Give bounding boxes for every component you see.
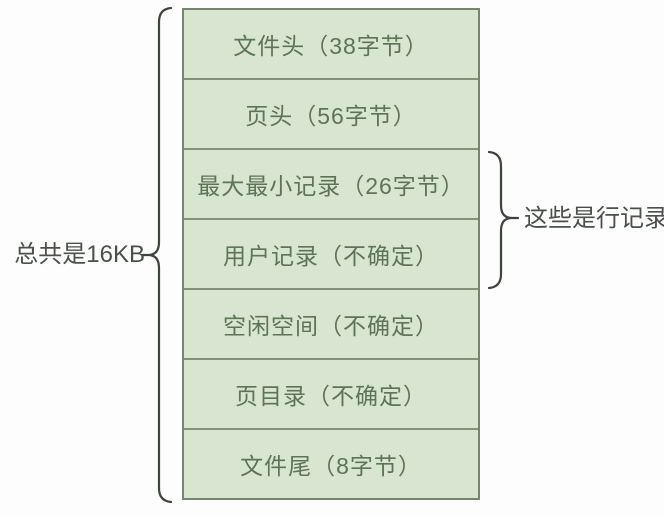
box-page-directory-label: 页目录（不确定） (235, 383, 427, 409)
box-user-records-label: 用户记录（不确定） (223, 243, 439, 269)
box-min-max-records: 最大最小记录（26字节） (184, 148, 478, 218)
row-records-label: 这些是行记录 (524, 205, 664, 232)
box-file-header-label: 文件头（38字节） (233, 33, 429, 59)
box-file-header: 文件头（38字节） (184, 10, 478, 78)
box-file-trailer-label: 文件尾（8字节） (240, 453, 422, 479)
box-min-max-records-label: 最大最小记录（26字节） (197, 173, 465, 199)
box-page-header: 页头（56字节） (184, 78, 478, 148)
left-curly-brace (140, 6, 173, 504)
box-free-space-label: 空闲空间（不确定） (223, 313, 439, 339)
box-user-records: 用户记录（不确定） (184, 218, 478, 288)
total-size-label: 总共是16KB (14, 241, 145, 268)
box-file-trailer: 文件尾（8字节） (184, 428, 478, 498)
right-curly-brace (487, 150, 520, 290)
box-free-space: 空闲空间（不确定） (184, 288, 478, 358)
box-page-header-label: 页头（56字节） (245, 103, 417, 129)
box-page-directory: 页目录（不确定） (184, 358, 478, 428)
page-structure-stack: 文件头（38字节） 页头（56字节） 最大最小记录（26字节） 用户记录（不确定… (182, 8, 480, 500)
